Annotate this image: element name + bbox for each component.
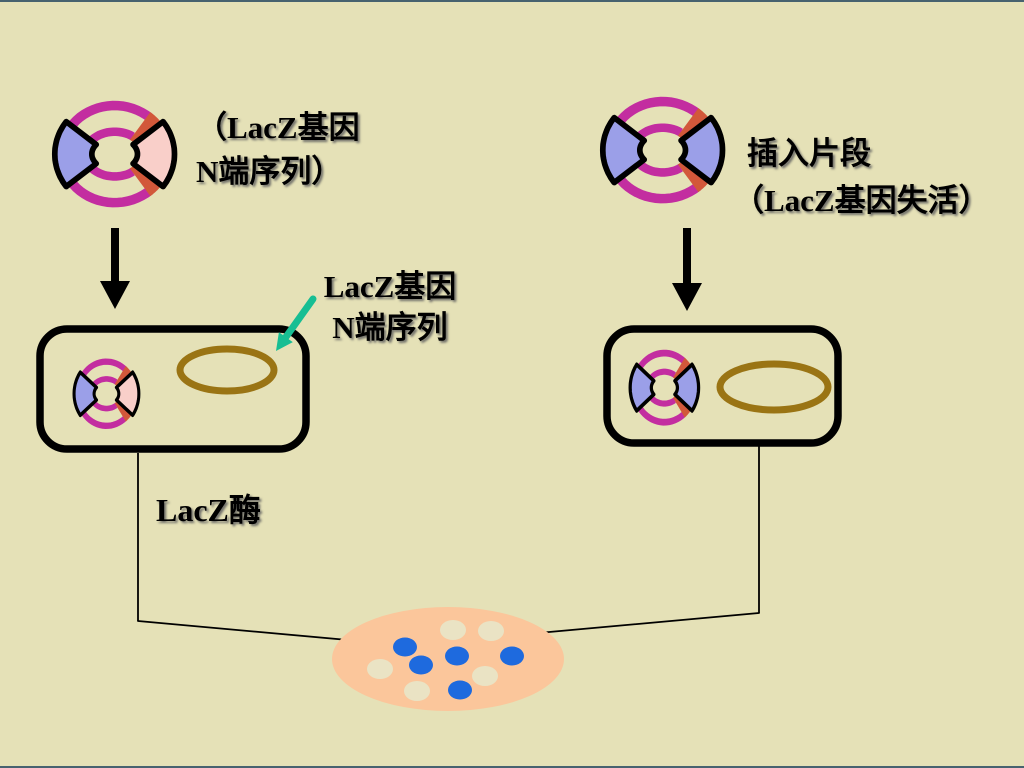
white-colony	[404, 681, 430, 701]
white-colony	[472, 666, 498, 686]
blue-colony	[445, 646, 469, 666]
blue-colony	[393, 637, 417, 657]
plasmid-in-cell-left-icon	[72, 358, 141, 429]
petri-dish	[332, 607, 564, 711]
transform-arrow-right-icon	[672, 228, 702, 311]
chromosome-right-icon	[716, 360, 832, 414]
label-line: （LacZ基因	[196, 110, 360, 145]
host-cell-left	[36, 325, 310, 453]
label-line: LacZ酶	[156, 492, 261, 528]
label-insert-fragment: 插入片段 （LacZ基因失活）	[733, 130, 990, 224]
white-colony	[440, 620, 466, 640]
white-colony	[367, 659, 393, 679]
plating-line-left-icon	[137, 453, 392, 648]
white-colony	[478, 621, 504, 641]
transform-arrow-left-icon	[100, 228, 130, 309]
blue-colony	[448, 680, 472, 700]
label-line: LacZ基因	[323, 269, 457, 304]
plasmid-vector-lacz-icon	[51, 100, 178, 208]
plasmid-with-insert-icon	[599, 96, 726, 204]
blue-colony	[500, 646, 524, 666]
blue-colony	[409, 655, 433, 675]
label-lacz-n-sequence: LacZ基因 N端序列	[308, 266, 472, 348]
label-lacz-enzyme: LacZ酶	[156, 490, 261, 530]
plating-line-right-icon	[505, 446, 760, 640]
chromosome-left-icon	[176, 345, 278, 395]
label-vector-lacz-n: （LacZ基因 N端序列）	[196, 106, 360, 194]
plasmid-in-cell-right-icon	[628, 349, 701, 426]
label-line: 插入片段	[747, 136, 871, 171]
label-line: N端序列	[332, 310, 448, 345]
lacz-pointer-arrow-icon	[276, 295, 317, 351]
slide-bottom-border	[0, 766, 1024, 768]
label-line: N端序列）	[196, 154, 343, 189]
host-cell-right	[603, 325, 842, 447]
slide-top-border	[0, 0, 1024, 2]
label-line: （LacZ基因失活）	[733, 183, 990, 218]
